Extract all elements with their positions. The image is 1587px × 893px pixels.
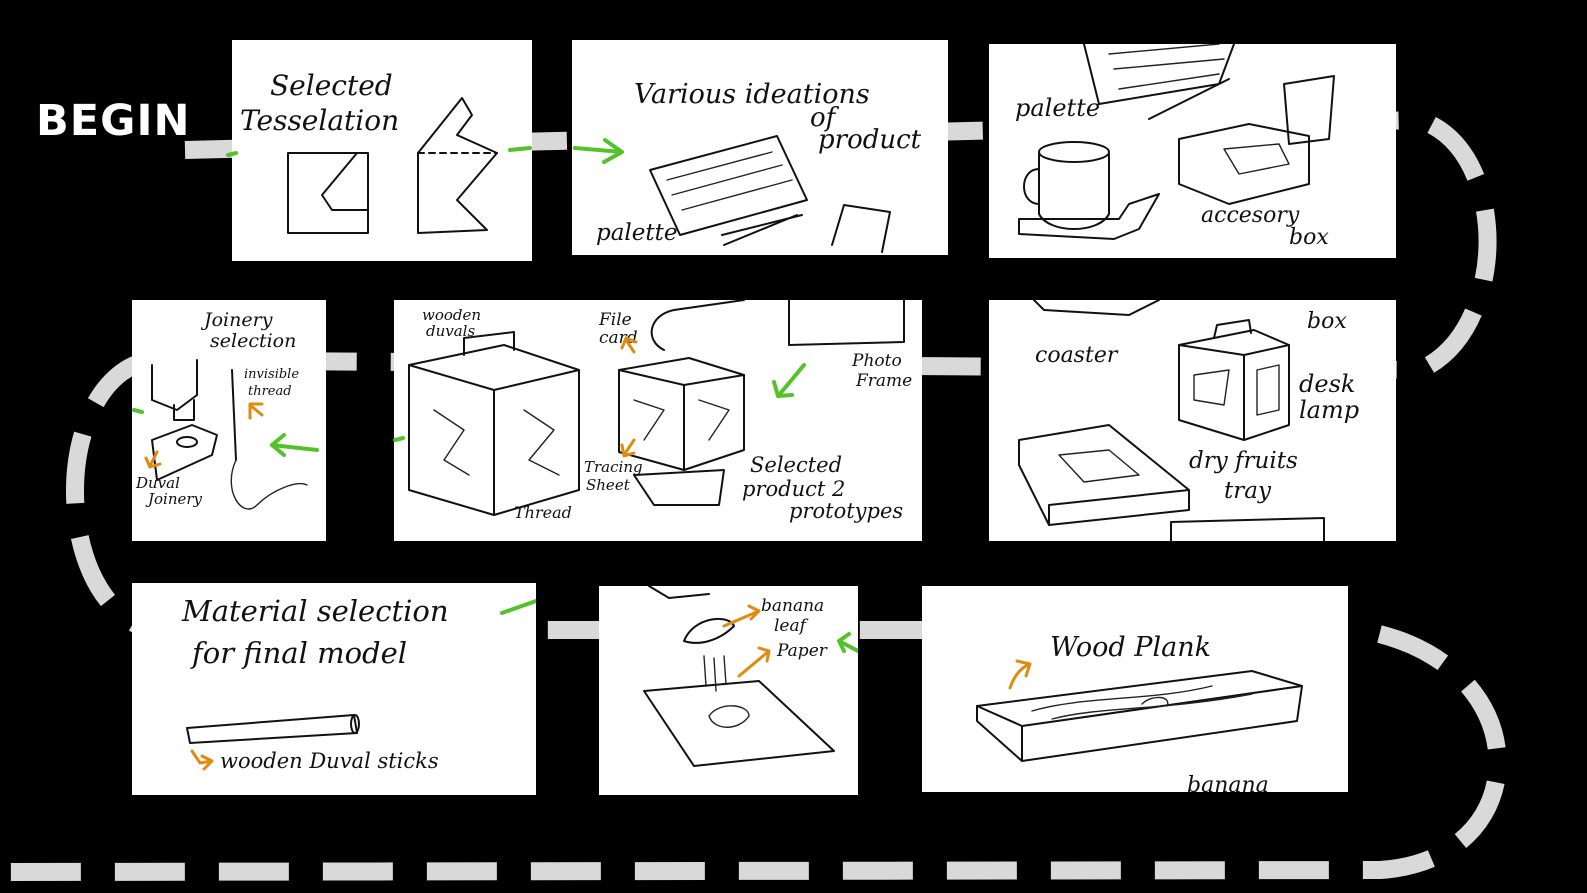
step-product-ideas: palette accesory box	[989, 44, 1396, 258]
step-joinery-selection: Joinery selection invisible thread Duval…	[132, 300, 326, 541]
step-title-line2: Tesselation	[240, 104, 399, 137]
step-title-line3: prototypes	[789, 499, 903, 523]
palette-label: palette	[1015, 94, 1100, 122]
card-sketch	[832, 205, 890, 252]
wood-plank-sketch	[977, 671, 1302, 761]
leaf-label-line1: banana	[761, 596, 824, 616]
tessellation-tile-sketch	[288, 153, 368, 233]
dowel-label-line2: Joinery	[145, 490, 203, 508]
box-label-line2: box	[1289, 225, 1329, 250]
lamp-label-line2: lamp	[1299, 396, 1359, 424]
photo-frame-sketch	[789, 300, 904, 345]
orange-arrow	[739, 648, 769, 676]
accessory-box-sketch	[1179, 76, 1334, 204]
dry-fruits-tray-sketch	[1019, 425, 1189, 525]
orange-arrow	[724, 606, 759, 626]
orange-arrow	[622, 440, 634, 456]
mug-sketch	[1019, 142, 1159, 239]
sticks-label: wooden Duval sticks	[220, 749, 439, 773]
desk-lamp-sketch	[1179, 320, 1289, 440]
photo-label-line1: Photo	[851, 351, 902, 371]
step-material-selection: Material selection for final model woode…	[132, 583, 536, 795]
thread-label-line2: thread	[248, 384, 292, 399]
palette-sketch	[1084, 44, 1234, 104]
leaf-label-line2: leaf	[774, 616, 809, 636]
orange-arrow	[250, 404, 262, 418]
orange-arrow	[192, 751, 212, 769]
paper-label: Paper	[776, 641, 828, 661]
step-title-line1: Selected	[750, 453, 842, 477]
coaster-sketch	[1034, 300, 1159, 315]
step-title-line2: product 2	[742, 477, 845, 501]
photo-label-line2: Frame	[855, 371, 912, 391]
tray-label-line1: dry fruits	[1189, 448, 1298, 474]
file-card-label-line1: File	[598, 310, 632, 330]
step-selected-prototypes: wooden duvals Thread File card Tracing S…	[394, 300, 922, 541]
paper-sheet-sketch	[644, 681, 834, 766]
tracing-label-line1: Tracing	[584, 458, 643, 476]
partial-sketch	[649, 586, 709, 598]
banana-label: banana	[1187, 773, 1269, 792]
box-label-line1: accesory	[1201, 203, 1300, 228]
dowel-joint-sketch	[152, 360, 217, 480]
dowel-stick-sketch	[187, 715, 359, 743]
step-title-line3: product	[818, 125, 922, 155]
tray-label-line2: tray	[1224, 478, 1272, 504]
file-card-label-line2: card	[599, 328, 638, 348]
tessellation-shape-sketch	[418, 98, 497, 233]
step-title-line1: Joinery	[200, 309, 273, 331]
step-title-line2: for final model	[190, 636, 407, 670]
step-title-line1: Selected	[270, 69, 393, 102]
tracing-label-line2: Sheet	[586, 476, 631, 494]
step-wood-plank: Wood Plank banana	[922, 586, 1348, 792]
orange-arrow	[1010, 661, 1030, 688]
green-arrow	[502, 601, 536, 613]
green-arrow	[839, 634, 858, 651]
step-title-line2: selection	[210, 330, 296, 352]
step-title-line1: Material selection	[181, 594, 449, 628]
thread-label: Thread	[514, 503, 572, 522]
lamp-label-line1: desk	[1299, 370, 1355, 398]
step-selected-tesselation: Selected Tesselation	[232, 40, 532, 261]
green-arrow	[774, 365, 804, 396]
green-arrow	[272, 435, 317, 455]
step-various-ideations: Various ideations of product palette	[572, 40, 948, 255]
brush-sketch	[1149, 79, 1229, 119]
begin-label: BEGIN	[36, 96, 190, 146]
step-banana-leaf-paper: banana leaf Paper	[599, 586, 858, 795]
banana-leaf-sketch	[684, 619, 734, 643]
thread-label-line1: invisible	[244, 367, 299, 382]
box-label: box	[1307, 309, 1347, 334]
step-title: Wood Plank	[1050, 632, 1211, 663]
frame-sketch	[1171, 518, 1324, 541]
step-product-options: coaster box desk lamp dry fruits tray	[989, 300, 1396, 541]
palette-label: palette	[596, 220, 678, 246]
box-prototype-sketch	[409, 332, 579, 515]
coaster-label: coaster	[1035, 343, 1119, 368]
